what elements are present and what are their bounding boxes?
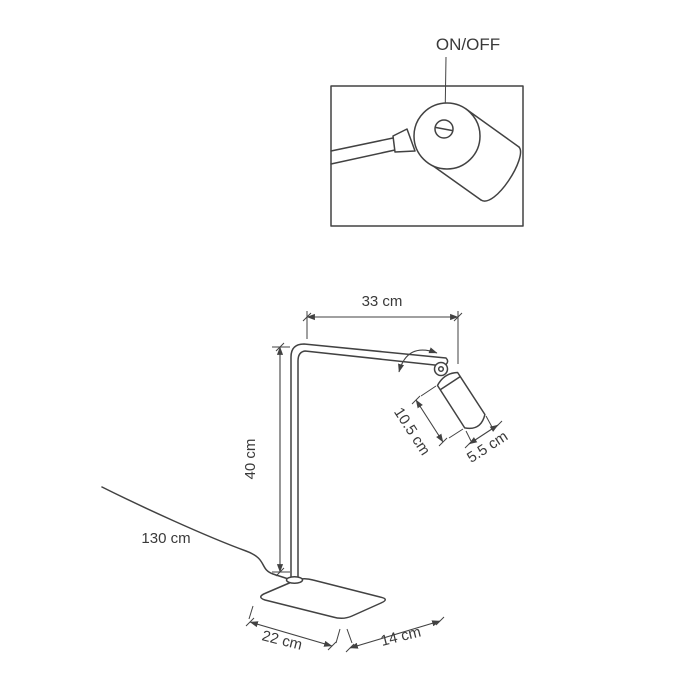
- dim-label-base-width: 22 cm: [260, 627, 304, 653]
- dimension-tick: [275, 342, 285, 352]
- dimension-tick: [345, 643, 355, 653]
- head-pivot-pin: [437, 365, 445, 373]
- dimension-tick: [435, 616, 445, 626]
- dimension-tick: [302, 312, 312, 322]
- inset-lamp-head: [330, 102, 522, 202]
- extension-line: [346, 628, 353, 644]
- dim-label-arm-length: 33 cm: [362, 293, 403, 310]
- dimension-pole-height: 40 cm: [242, 342, 290, 577]
- dimension-tick: [275, 567, 285, 577]
- inset-switch-slot: [435, 126, 453, 132]
- power-cable: [101, 486, 292, 581]
- dim-label-base-depth: 14 cm: [379, 623, 423, 649]
- dim-label-cable-length: 130 cm: [141, 530, 190, 547]
- dim-label-head-length: 10.5 cm: [390, 405, 433, 459]
- lamp-drawing: [101, 343, 486, 620]
- inset-head-top-edge: [465, 108, 520, 148]
- inset-arm-connector: [392, 128, 416, 153]
- dimension-tick: [327, 641, 337, 651]
- lamp-head-seam: [439, 376, 461, 391]
- inset-arm-top-line: [330, 137, 394, 152]
- dimension-tick: [245, 617, 255, 627]
- dimension-line: [249, 621, 333, 647]
- lamp-head: [436, 371, 486, 430]
- inset-arm-bottom-line: [330, 149, 396, 165]
- dimension-arm-length: 33 cm: [302, 293, 463, 364]
- dimension-tick: [438, 437, 448, 447]
- rotation-arrow-icon: [398, 347, 438, 373]
- on-off-label: ON/OFF: [436, 35, 500, 54]
- detail-inset: ON/OFF: [330, 35, 524, 227]
- extension-line: [335, 628, 341, 644]
- extension-line: [485, 415, 493, 428]
- extension-line: [248, 605, 254, 620]
- dimension-tick: [411, 395, 421, 405]
- dim-label-pole-height: 40 cm: [242, 439, 259, 480]
- extension-line: [465, 430, 472, 442]
- dim-label-head-diameter: 5.5 cm: [464, 428, 511, 467]
- base-plate: [260, 577, 386, 620]
- inset-head-bottom-edge: [428, 162, 482, 201]
- dimension-tick: [464, 439, 474, 449]
- head-pivot-joint: [433, 361, 449, 377]
- extension-line: [448, 428, 464, 439]
- dimension-cable-length: 130 cm: [141, 530, 190, 547]
- dimension-tick: [493, 420, 503, 430]
- dimension-line: [415, 399, 444, 443]
- dimension-line: [349, 620, 441, 649]
- inset-head-end-cap: [480, 146, 522, 202]
- dimension-base-depth: 14 cm: [345, 616, 445, 653]
- pole-and-arm: [290, 343, 449, 582]
- dimension-tick: [453, 312, 463, 322]
- extension-line: [420, 385, 437, 397]
- inset-frame: [330, 85, 524, 227]
- dimension-line: [468, 424, 499, 445]
- pole-base-junction: [285, 576, 304, 584]
